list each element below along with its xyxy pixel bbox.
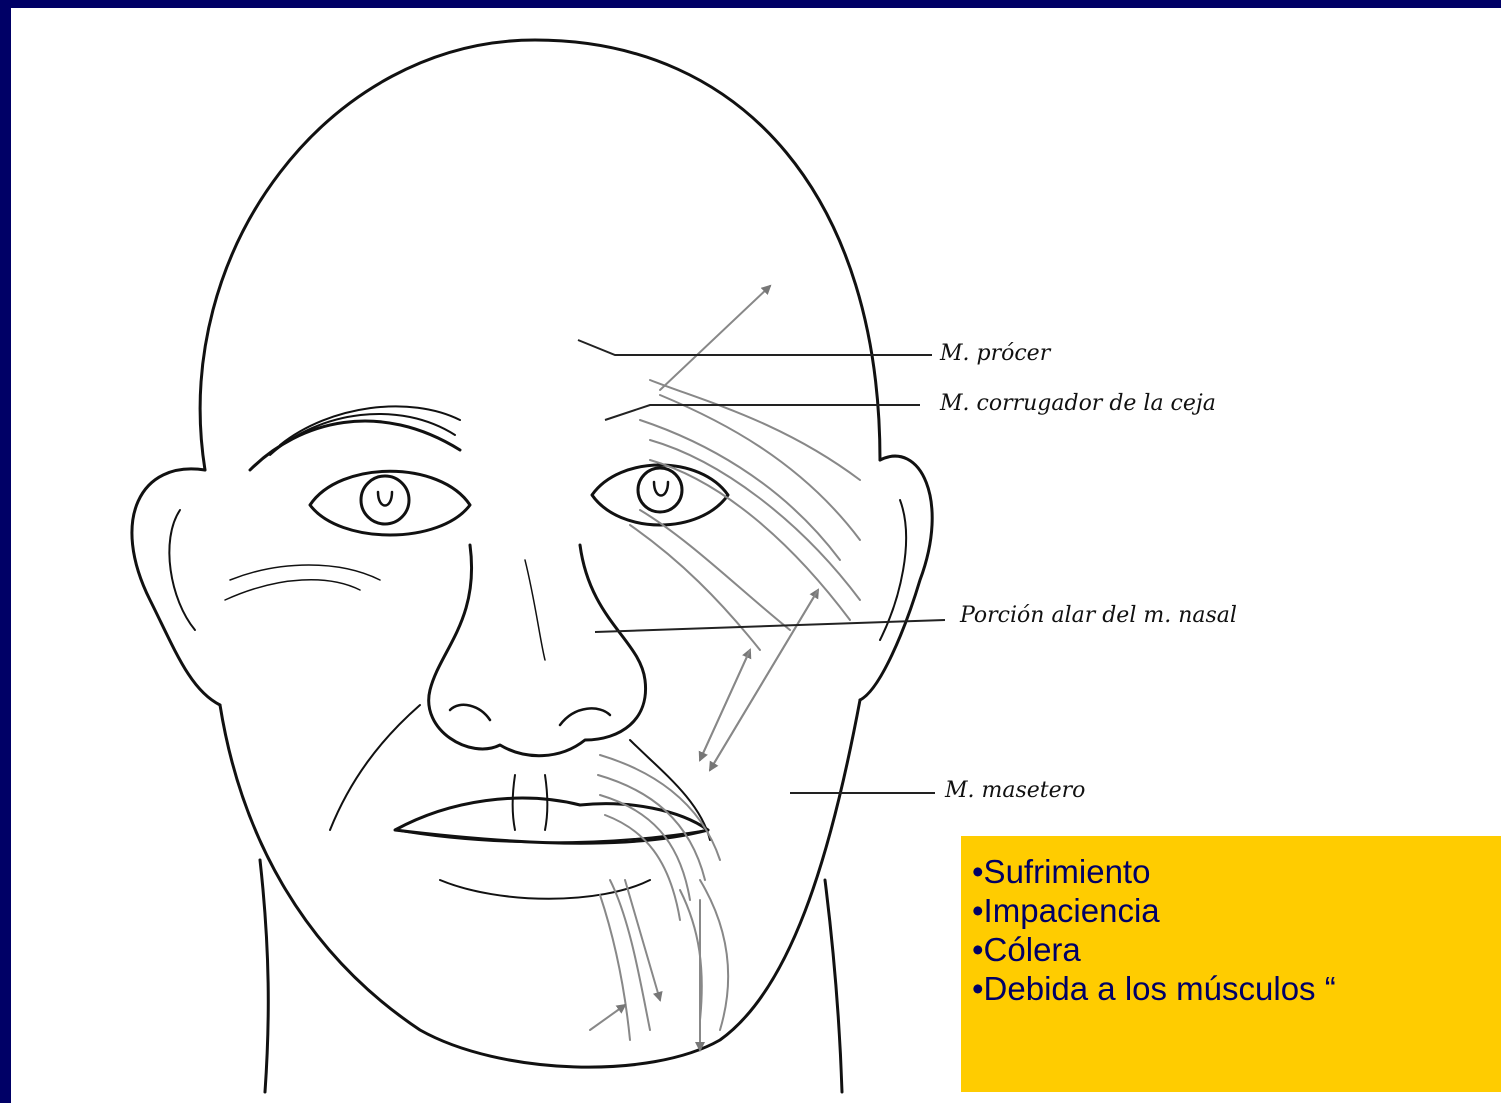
- right-eye: [590, 463, 730, 527]
- jaw-outline: [218, 698, 862, 1069]
- label-procer: M. prócer: [939, 341, 1052, 366]
- right-ear: [858, 454, 934, 702]
- left-eye: [308, 469, 472, 537]
- note-item: •Debida a los músculos “: [972, 970, 1336, 1007]
- left-eyebrow: [248, 419, 462, 472]
- label-masetero: M. masetero: [944, 778, 1085, 803]
- note-item: •Impaciencia: [972, 892, 1160, 929]
- head-outline: [198, 38, 882, 472]
- left-ear: [130, 467, 222, 707]
- note-item: •Sufrimiento: [972, 853, 1151, 890]
- leader-lines: [577, 339, 946, 794]
- label-corrugador: M. corrugador de la ceja: [939, 391, 1216, 416]
- label-nasal: Porción alar del m. nasal: [959, 603, 1237, 628]
- neck: [258, 858, 270, 1094]
- note-item: •Cólera: [972, 931, 1081, 968]
- note-box: •Sufrimiento •Impaciencia •Cólera •Debid…: [961, 836, 1501, 1092]
- nose: [427, 543, 648, 758]
- face-illustration: M. prócer M. corrugador de la ceja Porci…: [130, 38, 1237, 1094]
- muscle-lines: [589, 284, 861, 1052]
